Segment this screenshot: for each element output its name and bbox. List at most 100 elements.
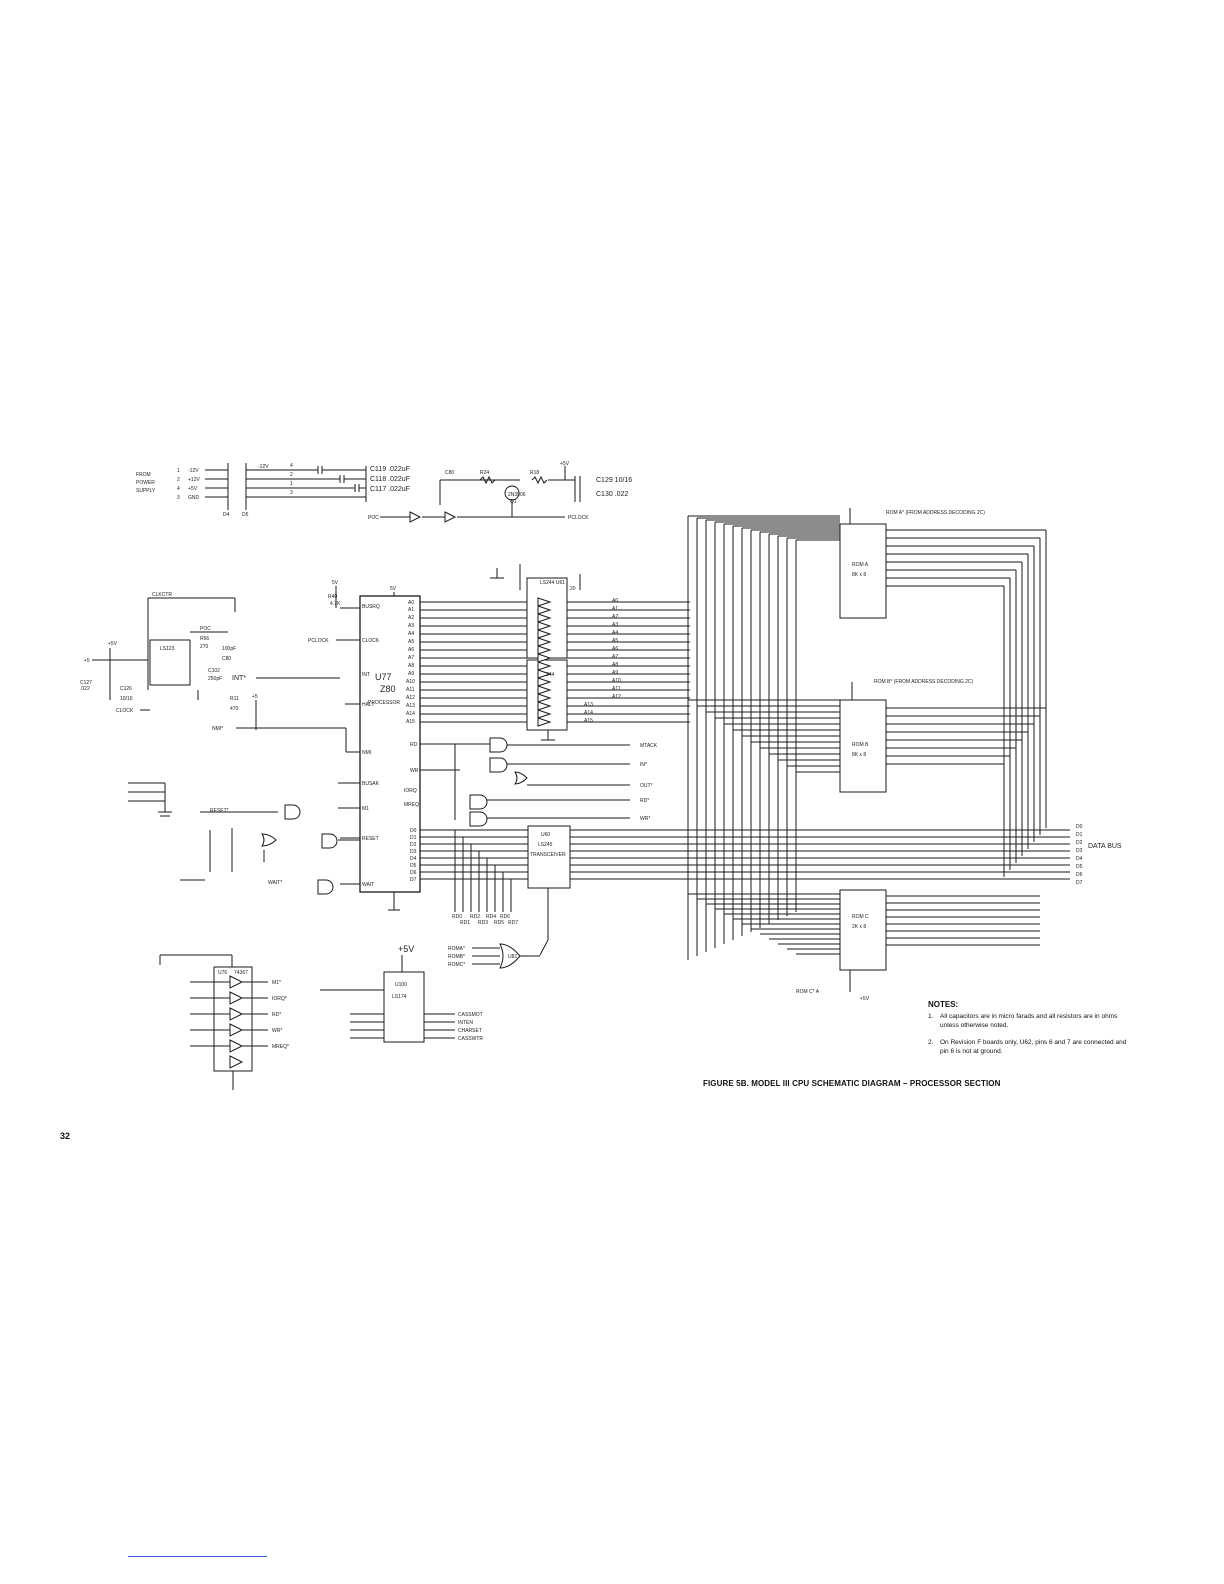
rom-a: ROM A 8K x 8 ROM A* (FROM ADDRESS DECODI… — [839, 508, 985, 619]
svg-text:RD1: RD1 — [460, 920, 470, 926]
svg-text:100pF: 100pF — [222, 646, 236, 652]
svg-text:RD6: RD6 — [500, 914, 510, 920]
svg-text:A1: A1 — [408, 607, 414, 613]
svg-text:CASSWTR: CASSWTR — [458, 1036, 483, 1042]
rom-c: ROM C 2K x 8 ROM C* A +5V — [796, 889, 887, 1002]
svg-text:D4: D4 — [410, 856, 417, 862]
svg-text:A1: A1 — [612, 606, 618, 612]
buffer-gate — [537, 653, 552, 663]
svg-text:4: 4 — [290, 463, 293, 469]
svg-text:RD0: RD0 — [452, 914, 462, 920]
svg-text:A12: A12 — [612, 694, 621, 700]
svg-text:ROMB*: ROMB* — [448, 954, 465, 960]
buffer-gate — [537, 613, 552, 623]
svg-text:ROM B: ROM B — [852, 742, 869, 748]
svg-text:U100: U100 — [395, 982, 407, 988]
notes-title: NOTES: — [928, 1000, 959, 1009]
svg-text:-12V: -12V — [258, 464, 269, 470]
svg-text:4.7K: 4.7K — [330, 601, 341, 607]
buffer-gate — [537, 645, 552, 655]
svg-text:+5V: +5V — [108, 641, 118, 647]
svg-text:DATA BUS: DATA BUS — [1088, 843, 1122, 850]
svg-text:BUSRQ: BUSRQ — [362, 604, 380, 610]
buffer-gate — [537, 701, 552, 711]
svg-text:D7: D7 — [410, 877, 417, 883]
svg-text:MREQ*: MREQ* — [272, 1044, 289, 1050]
svg-text:LS245: LS245 — [538, 842, 553, 848]
svg-text:CLOCK: CLOCK — [362, 638, 380, 644]
svg-text:ROM A* (FROM ADDRESS DECODING: ROM A* (FROM ADDRESS DECODING 2C) — [886, 510, 985, 516]
svg-text:A4: A4 — [612, 630, 618, 636]
svg-text:M1*: M1* — [272, 980, 281, 986]
svg-text:INT: INT — [362, 672, 370, 678]
svg-text:2: 2 — [290, 472, 293, 478]
svg-text:D5: D5 — [1076, 864, 1083, 870]
svg-text:+5V: +5V — [188, 486, 198, 492]
svg-text:INTEN: INTEN — [458, 1020, 473, 1026]
svg-text:A3: A3 — [408, 623, 414, 629]
svg-text:A12: A12 — [406, 695, 415, 701]
footer-rule — [128, 1556, 267, 1557]
svg-text:D7: D7 — [1076, 880, 1083, 886]
buffer-gate — [537, 685, 552, 695]
svg-text:D0: D0 — [410, 828, 417, 834]
svg-text:ROM B* (FROM ADDRESS DECODING: ROM B* (FROM ADDRESS DECODING 2C) — [874, 679, 974, 685]
svg-text:FROM: FROM — [136, 472, 151, 478]
svg-text:A13: A13 — [406, 703, 415, 709]
svg-text:A4: A4 — [408, 631, 414, 637]
svg-text:A8: A8 — [612, 662, 618, 668]
svg-text:D0: D0 — [1076, 824, 1083, 830]
svg-text:A5: A5 — [612, 638, 618, 644]
svg-text:1: 1 — [290, 481, 293, 487]
notes-block: NOTES: 1. All capacitors are in micro fa… — [928, 1000, 1128, 1066]
svg-text:D3: D3 — [410, 849, 417, 855]
data-bus-lines — [420, 829, 1070, 912]
svg-text:LS244 U61: LS244 U61 — [540, 580, 565, 586]
svg-text:A0: A0 — [408, 600, 414, 606]
svg-text:PCLOCK: PCLOCK — [308, 638, 329, 644]
svg-text:C80: C80 — [222, 656, 231, 662]
svg-text:2K x 8: 2K x 8 — [852, 924, 866, 930]
svg-text:BUSAK: BUSAK — [362, 781, 380, 787]
svg-text:C127: C127 — [80, 680, 92, 686]
data-buffer-ls245: U60 LS245 TRANSCEIVER RD0 RD1 RD2 RD3 RD… — [452, 825, 571, 956]
svg-text:Z80: Z80 — [380, 684, 396, 694]
svg-text:270: 270 — [200, 644, 209, 650]
note-text: On Revision F boards only, U62, pins 6 a… — [940, 1039, 1127, 1056]
svg-text:ROM A: ROM A — [852, 562, 869, 568]
svg-text:ROM C: ROM C — [852, 914, 869, 920]
svg-text:WAIT*: WAIT* — [268, 880, 282, 886]
buffer-gate — [537, 637, 552, 647]
address-buffer-ls244: LS244 U61 LS244 20 — [490, 564, 581, 741]
svg-text:+5: +5 — [252, 694, 258, 700]
svg-text:CHARSET: CHARSET — [458, 1028, 482, 1034]
svg-text:A3: A3 — [612, 622, 618, 628]
svg-text:A6: A6 — [612, 646, 618, 652]
svg-text:TRANSCEIVER: TRANSCEIVER — [530, 852, 566, 858]
svg-text:A5: A5 — [408, 639, 414, 645]
page-number: 32 — [60, 1131, 71, 1141]
svg-text:R11: R11 — [230, 696, 239, 702]
svg-text:A0: A0 — [612, 598, 618, 604]
svg-text:A7: A7 — [612, 654, 618, 660]
svg-text:C80: C80 — [445, 470, 454, 476]
note-text: All capacitors are in micro farads and a… — [940, 1012, 1118, 1029]
svg-text:WR*: WR* — [272, 1028, 282, 1034]
svg-text:D6: D6 — [410, 870, 417, 876]
svg-text:C119 .022uF: C119 .022uF — [370, 466, 410, 473]
svg-text:C117 .022uF: C117 .022uF — [370, 486, 410, 493]
rom-select-gate: ROMA* ROMB* ROMC* U82 — [448, 943, 540, 969]
note-number: 2. — [928, 1039, 934, 1047]
svg-text:D1: D1 — [1076, 832, 1083, 838]
figure-caption: FIGURE 5B. MODEL III CPU SCHEMATIC DIAGR… — [703, 1079, 1001, 1088]
svg-text:R66: R66 — [200, 636, 209, 642]
cpu-control-pins: RD WR IORQ MREQ — [404, 742, 419, 808]
svg-text:U76: U76 — [218, 970, 227, 976]
svg-text:NMI: NMI — [362, 750, 371, 756]
buffer-gate — [537, 693, 552, 703]
svg-text:M1: M1 — [362, 806, 369, 812]
svg-text:C130 .022: C130 .022 — [596, 491, 628, 498]
